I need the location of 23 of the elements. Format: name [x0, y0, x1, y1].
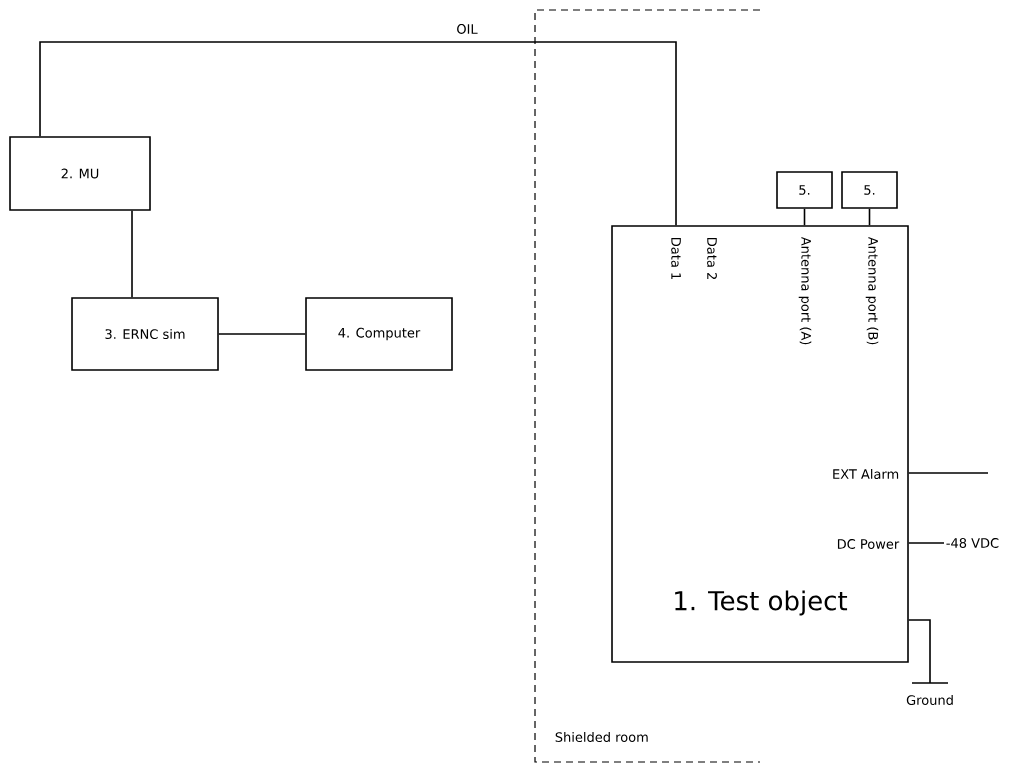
port-label: Antenna port (B): [865, 236, 879, 345]
port-label: Data 2: [707, 238, 717, 279]
room-label: Shielded room: [555, 731, 648, 743]
port-label: Antenna port (A): [798, 236, 812, 345]
connector-line: [803, 208, 806, 226]
connector-line: [908, 472, 989, 474]
edge-label: OIL: [455, 23, 479, 35]
port-label: DC Power: [837, 539, 900, 549]
port-label: Data 1: [671, 238, 681, 280]
unit-box: 2. MU: [9, 136, 151, 211]
port-label: EXT Alarm: [833, 468, 899, 480]
connector-line: [39, 41, 677, 226]
antenna-box: 5.: [841, 171, 898, 209]
voltage-label: -48 VDC: [946, 538, 999, 548]
unit-box: 3. ERNC sim: [71, 297, 219, 371]
unit-box: 4. Computer: [305, 297, 453, 371]
connector-line: [868, 208, 871, 226]
connector-line: [908, 619, 931, 684]
ground-label: Ground: [906, 694, 953, 706]
connector-line: [218, 333, 306, 335]
connector-line: [131, 210, 133, 298]
antenna-box: 5.: [776, 171, 833, 209]
connector-line: [908, 542, 945, 544]
